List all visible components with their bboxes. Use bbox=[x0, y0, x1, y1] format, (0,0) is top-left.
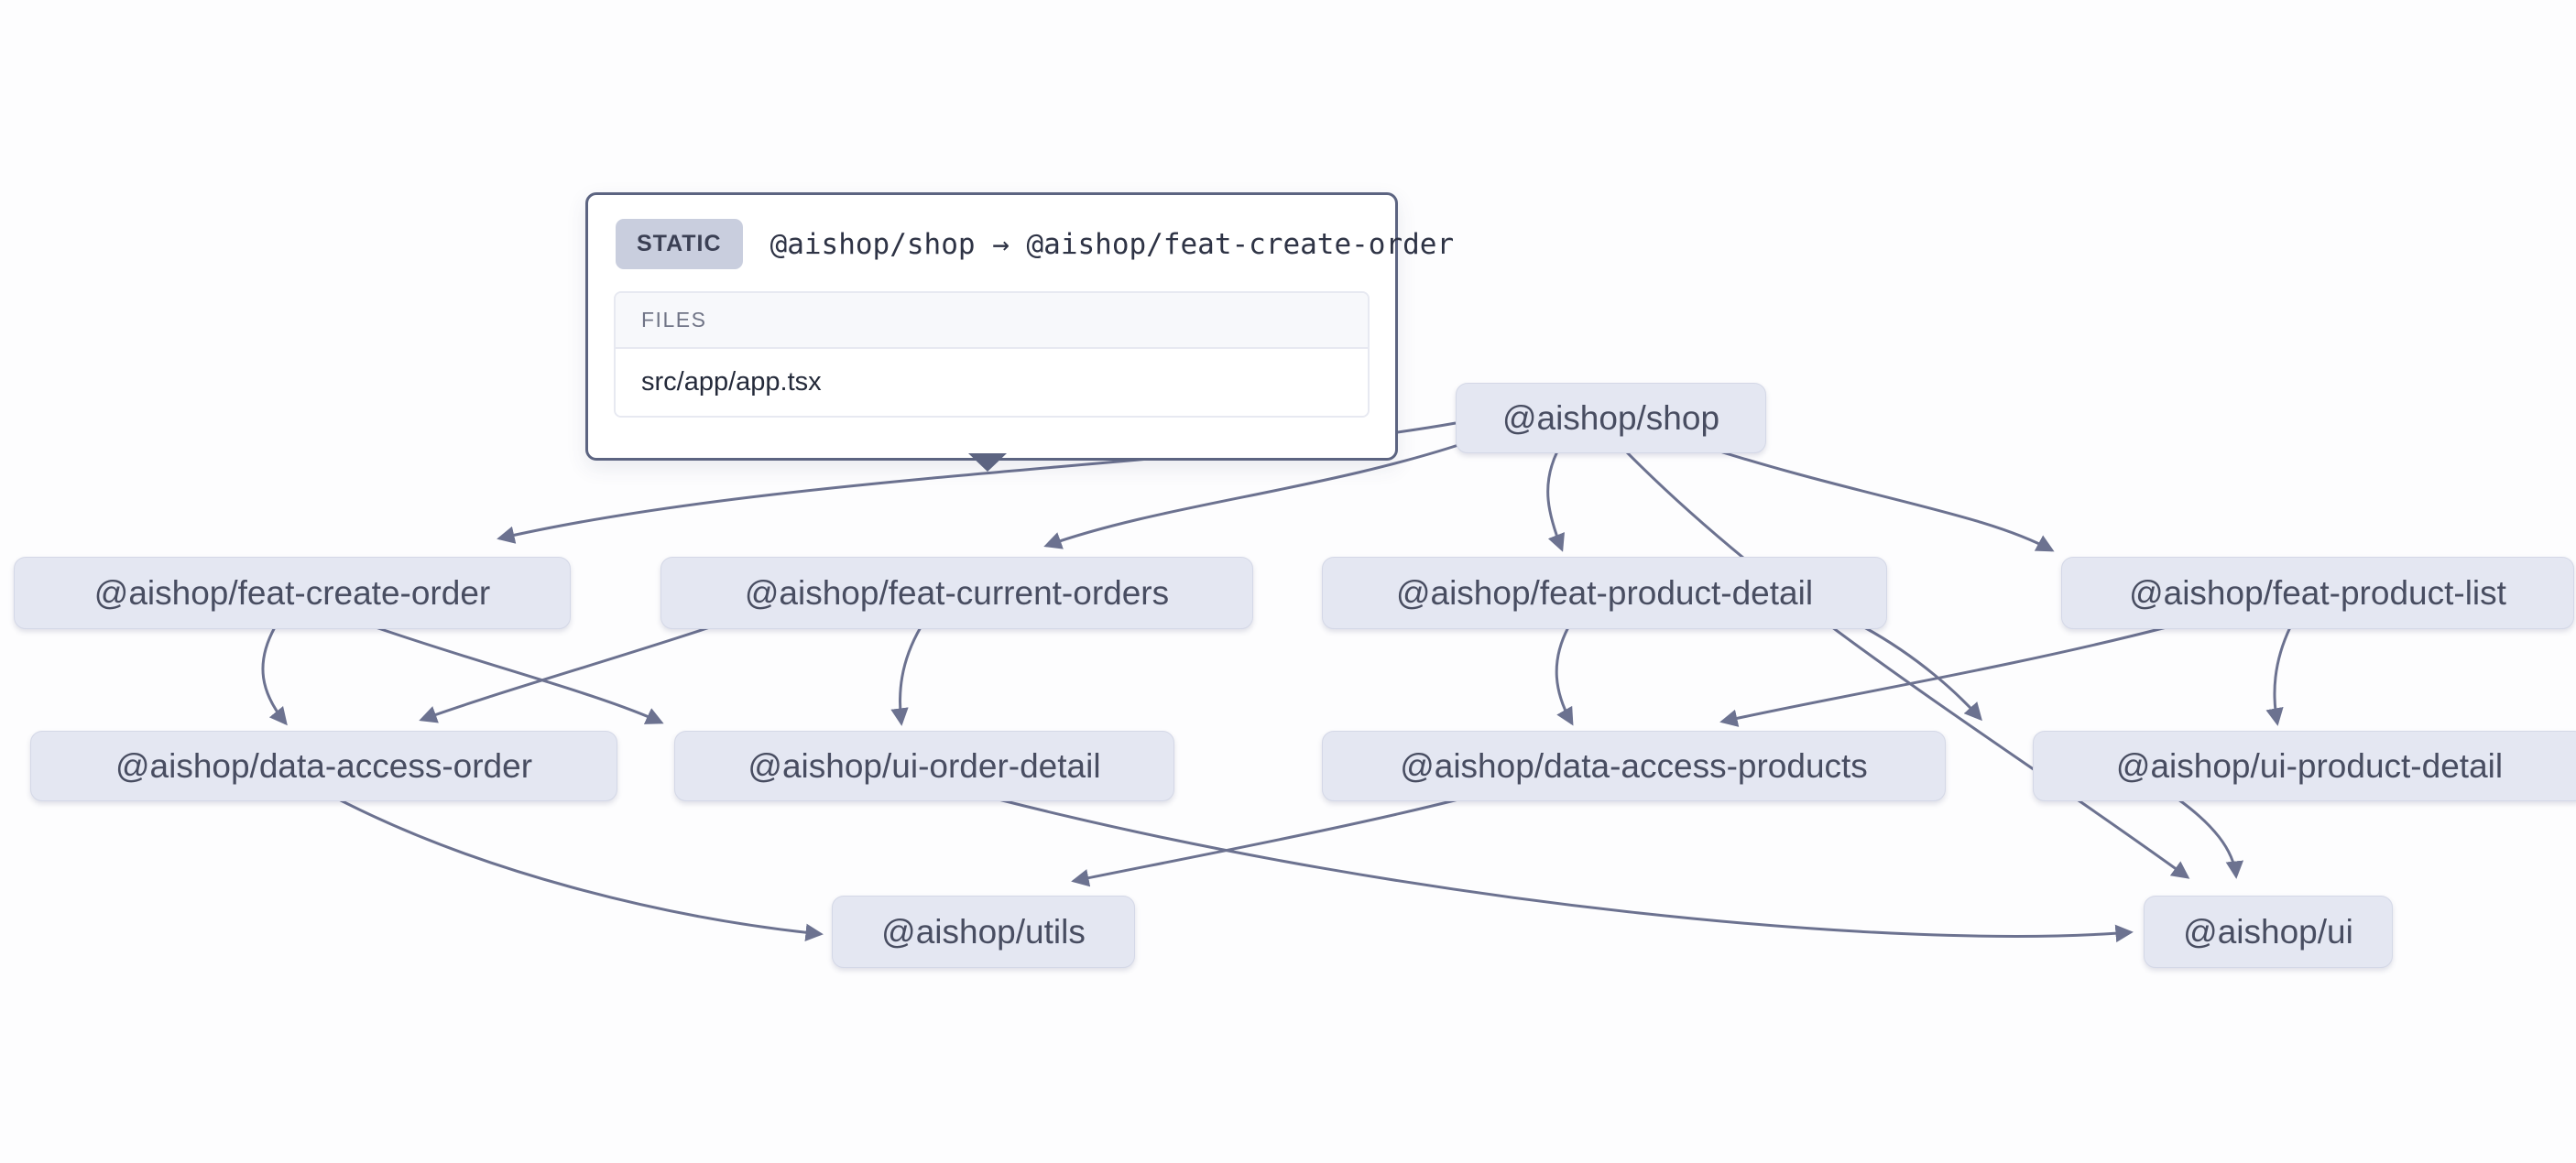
edge-shop-feat-product-detail[interactable] bbox=[1546, 451, 1565, 552]
files-header: FILES bbox=[616, 293, 1368, 349]
edge-tooltip: STATIC @aishop/shop → @aishop/feat-creat… bbox=[585, 192, 1454, 461]
graph-node-feat-product-detail[interactable]: @aishop/feat-product-detail bbox=[1322, 557, 1887, 629]
edge-data-access-order-utils[interactable] bbox=[338, 798, 824, 942]
edge-dependency-label: @aishop/shop → @aishop/feat-create-order bbox=[770, 227, 1455, 261]
graph-node-data-access-order[interactable]: @aishop/data-access-order bbox=[30, 731, 617, 801]
tooltip-pointer bbox=[968, 453, 1007, 472]
edge-shop-feat-product-list[interactable] bbox=[1698, 443, 2055, 552]
edge-feat-current-orders-data-access-order[interactable] bbox=[419, 625, 711, 723]
edge-feat-product-detail-data-access-products[interactable] bbox=[1555, 626, 1574, 726]
graph-node-data-access-products[interactable]: @aishop/data-access-products bbox=[1322, 731, 1946, 801]
graph-node-ui[interactable]: @aishop/ui bbox=[2144, 896, 2393, 968]
edge-ui-product-detail-ui[interactable] bbox=[2178, 798, 2244, 879]
edge-shop-feat-current-orders[interactable] bbox=[1043, 438, 1476, 549]
graph-node-feat-create-order[interactable]: @aishop/feat-create-order bbox=[14, 557, 571, 629]
edge-data-access-products-utils[interactable] bbox=[1071, 798, 1459, 887]
edge-feat-product-list-ui-product-detail[interactable] bbox=[2265, 626, 2292, 726]
edge-feat-product-list-data-access-products[interactable] bbox=[1719, 625, 2167, 727]
graph-node-shop[interactable]: @aishop/shop bbox=[1456, 383, 1766, 453]
graph-node-feat-product-list[interactable]: @aishop/feat-product-list bbox=[2061, 557, 2574, 629]
edge-feat-create-order-ui-order-detail[interactable] bbox=[375, 625, 664, 724]
edge-type-badge: STATIC bbox=[616, 219, 743, 269]
edge-shop-ui[interactable] bbox=[1624, 450, 2190, 879]
tooltip-header: STATIC @aishop/shop → @aishop/feat-creat… bbox=[588, 195, 1454, 291]
edge-ui-order-detail-ui[interactable] bbox=[998, 798, 2134, 943]
file-item: src/app/app.tsx bbox=[616, 349, 1368, 416]
edge-feat-current-orders-ui-order-detail[interactable] bbox=[890, 626, 922, 726]
graph-node-ui-order-detail[interactable]: @aishop/ui-order-detail bbox=[674, 731, 1174, 801]
graph-node-feat-current-orders[interactable]: @aishop/feat-current-orders bbox=[660, 557, 1253, 629]
edge-feat-create-order-data-access-order[interactable] bbox=[261, 626, 288, 726]
files-box: FILES src/app/app.tsx bbox=[614, 291, 1370, 418]
graph-node-ui-product-detail[interactable]: @aishop/ui-product-detail bbox=[2033, 731, 2576, 801]
edge-feat-product-detail-ui-product-detail[interactable] bbox=[1863, 625, 1982, 722]
graph-node-utils[interactable]: @aishop/utils bbox=[832, 896, 1135, 968]
